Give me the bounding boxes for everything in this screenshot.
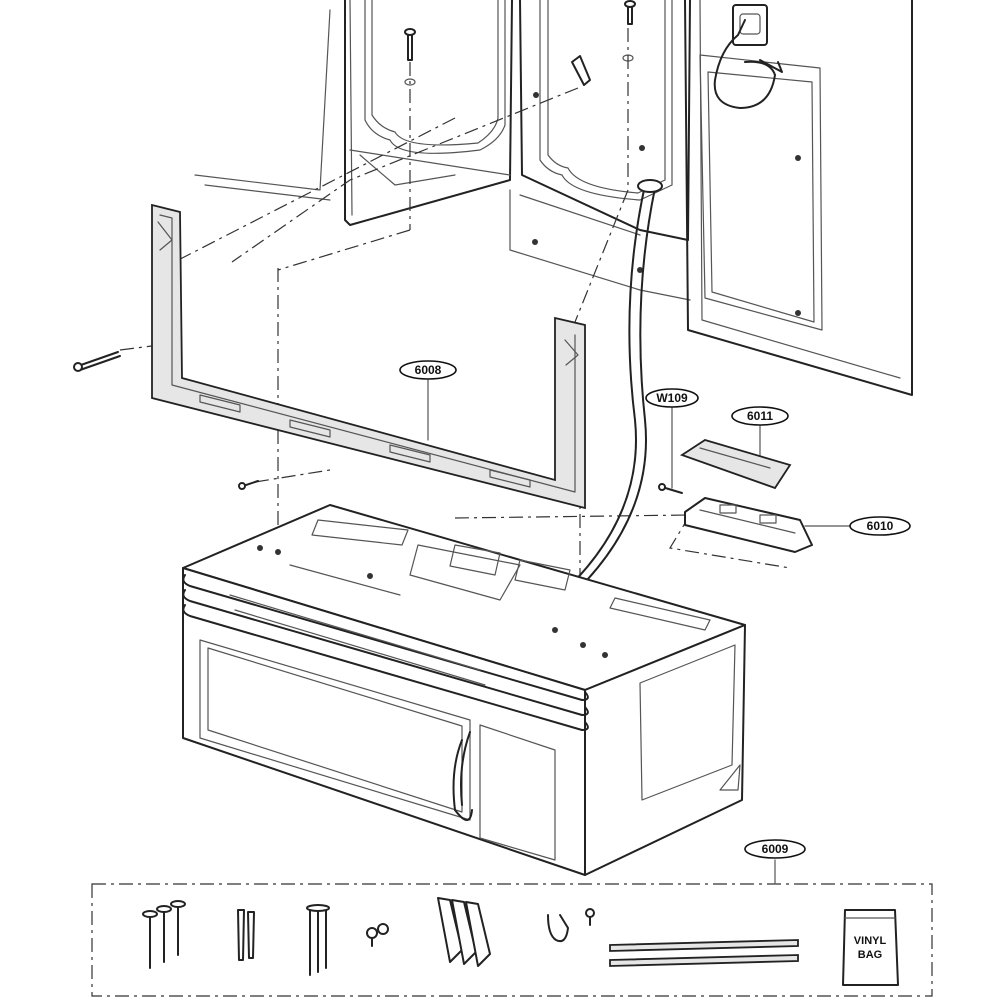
kit-toggle-bolts bbox=[437, 897, 491, 967]
callout-6010-label: 6010 bbox=[867, 519, 894, 533]
vinyl-bag: VINYL BAG bbox=[842, 909, 899, 986]
callout-6008-label: 6008 bbox=[415, 363, 442, 377]
callout-6011-label: 6011 bbox=[747, 409, 773, 423]
callout-6008: 6008 bbox=[399, 360, 457, 380]
small-clip bbox=[571, 55, 591, 86]
top-screw-right bbox=[622, 0, 636, 190]
vinyl-bag-line2: BAG bbox=[858, 949, 882, 961]
parts-kit-box bbox=[91, 859, 933, 997]
duct-adapter bbox=[684, 497, 813, 553]
kit-bolts-long bbox=[142, 900, 186, 969]
frame-small-screw bbox=[238, 480, 259, 490]
callout-w109: W109 bbox=[645, 388, 699, 408]
callout-6011: 6011 bbox=[731, 406, 789, 426]
kit-anchors bbox=[237, 909, 255, 961]
duct-screw bbox=[658, 483, 683, 494]
callout-6009-label: 6009 bbox=[762, 842, 789, 856]
top-screw-left bbox=[404, 28, 416, 230]
microwave-oven bbox=[182, 504, 746, 876]
exhaust-cover bbox=[679, 439, 792, 490]
upper-cabinets bbox=[194, 0, 913, 396]
frame-bolt bbox=[73, 351, 121, 372]
callout-6009: 6009 bbox=[744, 839, 806, 859]
kit-grip-strips bbox=[609, 939, 799, 967]
kit-small-screws bbox=[366, 923, 389, 947]
kit-cable-clamp bbox=[547, 908, 595, 943]
mounting-frame bbox=[151, 203, 586, 510]
callout-w109-label: W109 bbox=[656, 391, 688, 405]
callout-6010: 6010 bbox=[849, 516, 911, 536]
vinyl-bag-line1: VINYL bbox=[854, 935, 887, 947]
power-cord bbox=[554, 179, 663, 603]
kit-screws-long bbox=[306, 904, 330, 976]
callout-leaders bbox=[427, 377, 851, 527]
